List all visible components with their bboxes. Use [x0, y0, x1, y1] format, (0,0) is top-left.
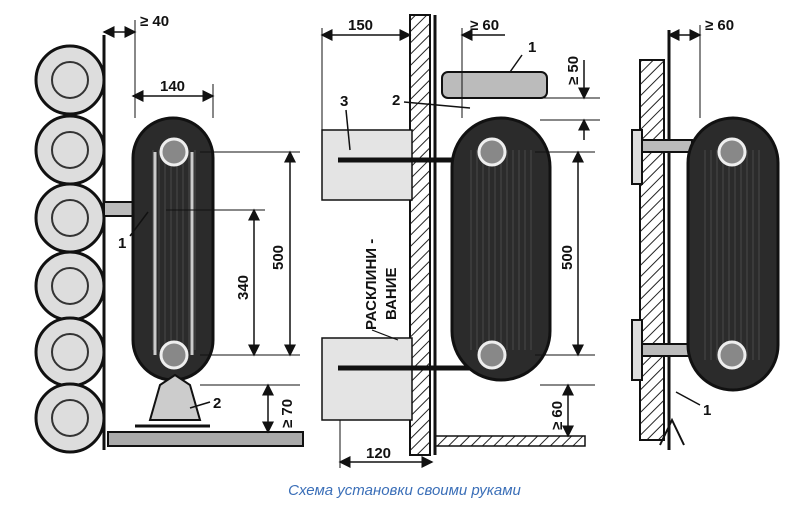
- wood-wall: [639, 59, 665, 441]
- dim-gap: ≥ 60: [705, 17, 734, 34]
- top-nipple: [159, 137, 189, 167]
- dim-floor-gap: ≥ 70: [279, 399, 296, 428]
- floor-stand: [148, 373, 202, 421]
- dim-gap-top: ≥ 60: [470, 17, 499, 34]
- dim-bottom-offset: 120: [366, 445, 391, 462]
- floor-board: [107, 431, 304, 447]
- callout-3: 3: [340, 93, 348, 110]
- dim-wall-offset: 150: [348, 17, 373, 34]
- right-view: ≥ 60 1: [631, 17, 780, 450]
- shelf: [441, 71, 548, 99]
- dim-shelf-gap: ≥ 50: [565, 56, 582, 85]
- dim-height: 500: [559, 245, 576, 270]
- dim-axis-spacing: 340: [235, 275, 252, 300]
- mount-plate-top: [631, 129, 643, 185]
- bracket-top: [641, 139, 693, 153]
- callout-2: 2: [392, 92, 400, 109]
- concrete-plug-top: [321, 129, 413, 201]
- dim-floor-gap: ≥ 60: [549, 401, 566, 430]
- dim-width: 140: [160, 78, 185, 95]
- callout-1: 1: [703, 402, 711, 419]
- concrete-plug-bottom: [321, 337, 413, 421]
- log-wall: [34, 35, 106, 454]
- masonry-wall: [409, 14, 431, 456]
- callout-1: 1: [118, 235, 126, 252]
- left-view: ≥ 40 140 500 340 ≥ 70 1 2: [34, 13, 304, 454]
- dim-gap-min: ≥ 40: [140, 13, 169, 30]
- bottom-nipple: [159, 340, 189, 370]
- dim-height: 500: [270, 245, 287, 270]
- mount-plate-bottom: [631, 319, 643, 381]
- floor: [434, 435, 586, 447]
- figure-caption: Схема установки своими руками: [288, 482, 521, 499]
- wedging-label-line2: ВАНИЕ: [383, 267, 400, 320]
- callout-1: 1: [528, 39, 536, 56]
- middle-view: 150 ≥ 60 ≥ 50 1 2 3 500 ≥ 60 120 РАСКЛИН…: [320, 14, 600, 468]
- callout-2: 2: [213, 395, 221, 412]
- bracket-bottom: [641, 343, 693, 357]
- installation-diagram: ≥ 40 140 500 340 ≥ 70 1 2: [34, 13, 780, 468]
- wedging-label-line1: РАСКЛИНИ -: [363, 239, 380, 330]
